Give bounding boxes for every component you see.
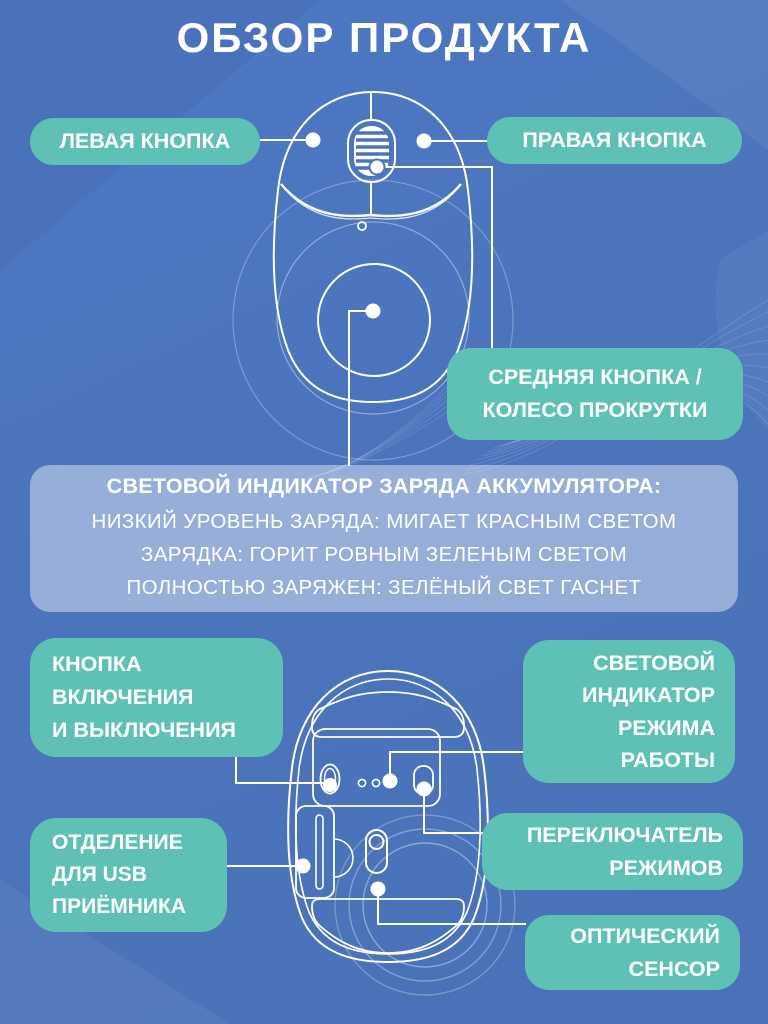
glide-pad-bottom: [311, 898, 465, 954]
label-optical-sensor: ОПТИЧЕСКИЙ СЕНСОР: [525, 915, 740, 990]
bottom-panel: [312, 728, 441, 807]
optical-sensor-icon: [365, 829, 388, 874]
battery-indicator-line-low: НИЗКИЙ УРОВЕНЬ ЗАРЯДА: МИГАЕТ КРАСНЫМ СВ…: [91, 509, 677, 533]
label-mode-indicator: СВЕТОВОЙ ИНДИКАТОР РЕЖИМА РАБОТЫ: [523, 640, 735, 783]
connector-battery-indicator: [348, 310, 373, 466]
connectors: [227, 139, 526, 925]
label-middle-button: СРЕДНЯЯ КНОПКА / КОЛЕСО ПРОКРУТКИ: [447, 348, 743, 440]
mouse-top-outline: [272, 90, 474, 404]
palm-circle: [317, 263, 431, 377]
mouse-bottom-view: [287, 669, 489, 964]
connector-dots: [295, 132, 432, 897]
connector-sensor: [377, 889, 526, 925]
wave-fan-center: [299, 359, 471, 481]
connector-mode-indicator: [389, 751, 524, 781]
dot-mode-switch: [416, 781, 432, 797]
charge-led-icon: [357, 221, 367, 231]
button-split-curve: [280, 183, 462, 218]
battery-indicator-line-full: ПОЛНОСТЬЮ ЗАРЯЖЕН: ЗЕЛЁНЫЙ СВЕТ ГАСНЕТ: [126, 575, 642, 599]
mouse-bottom-outline-inner: [295, 678, 481, 955]
usb-compartment-icon: [295, 805, 335, 899]
label-mode-switch: ПЕРЕКЛЮЧАТЕЛЬ РЕЖИМОВ: [482, 813, 743, 890]
connector-power-button: [235, 757, 330, 784]
page-title: ОБЗОР ПРОДУКТА: [176, 14, 592, 61]
indicator-dot-1: [357, 778, 367, 788]
label-right-button: ПРАВАЯ КНОПКА: [487, 117, 742, 164]
dot-usb: [295, 858, 311, 874]
dot-power-button: [323, 778, 337, 792]
glide-pad-top: [311, 691, 465, 738]
dot-middle-button: [368, 158, 386, 176]
dot-battery-indicator: [365, 303, 381, 319]
dot-right-button: [416, 133, 432, 149]
battery-indicator-panel: СВЕТОВОЙ ИНДИКАТОР ЗАРЯДА АККУМУЛЯТОРА: …: [30, 465, 738, 612]
mouse-top-view: [272, 90, 474, 404]
battery-indicator-title: СВЕТОВОЙ ИНДИКАТОР ЗАРЯДА АККУМУЛЯТОРА:: [106, 473, 662, 498]
optical-sensor-lens: [368, 834, 385, 850]
usb-compartment-slit: [315, 814, 324, 890]
mouse-bottom-outline-outer: [287, 669, 489, 964]
dot-left-button: [305, 132, 321, 148]
label-power-button: КНОПКА ВКЛЮЧЕНИЯ И ВЫКЛЮЧЕНИЯ: [30, 638, 283, 757]
power-switch-icon: [319, 763, 341, 795]
connector-middle-button: [377, 166, 493, 349]
dot-sensor: [370, 881, 386, 897]
label-left-button: ЛЕВАЯ КНОПКА: [30, 118, 260, 165]
button-split-curve-inner: [283, 187, 459, 220]
battery-indicator-line-charging: ЗАРЯДКА: ГОРИТ РОВНЫМ ЗЕЛЕНЫМ СВЕТОМ: [140, 542, 628, 566]
connector-mode-switch: [423, 789, 483, 834]
label-usb-compartment: ОТДЕЛЕНИЕ ДЛЯ USB ПРИЁМНИКА: [30, 818, 227, 932]
indicator-dot-2: [371, 778, 381, 788]
scroll-wheel-outline: [347, 119, 396, 183]
dot-mode-indicator: [382, 773, 398, 789]
usb-compartment-notch: [333, 838, 354, 878]
